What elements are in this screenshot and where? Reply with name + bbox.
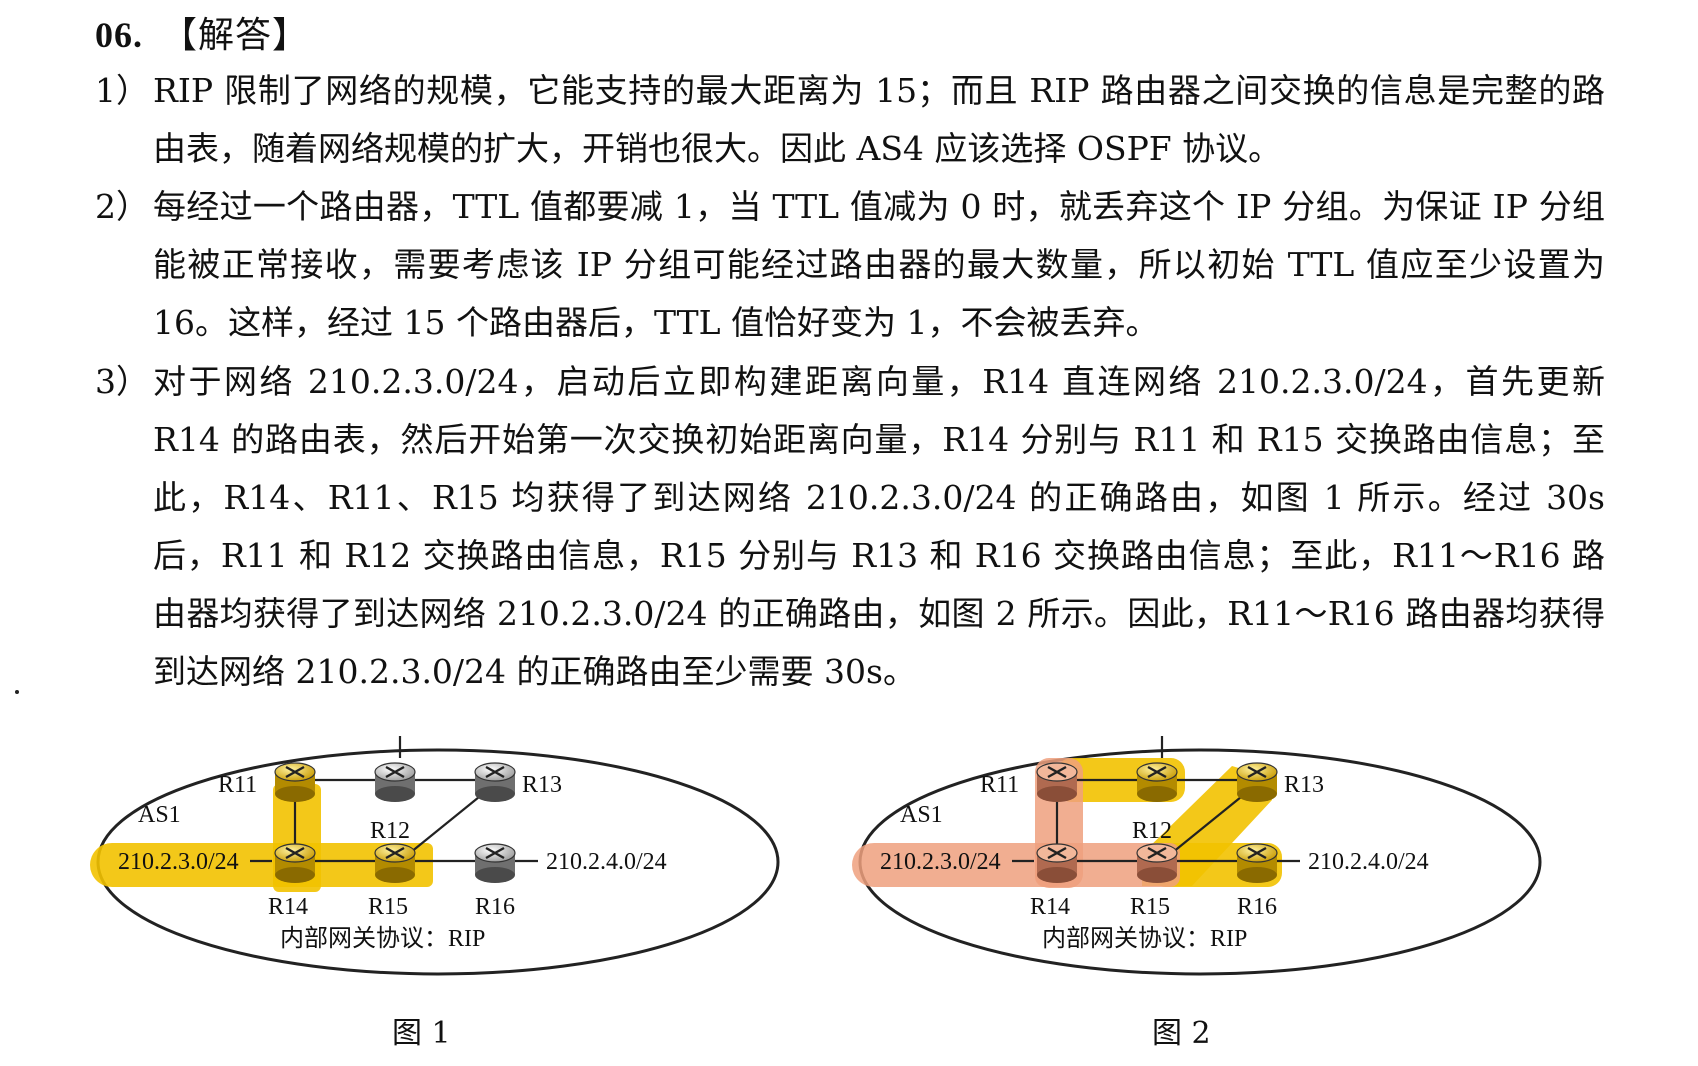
router-label: R13 (1284, 772, 1324, 798)
answer-heading: 06. 【解答】 (95, 6, 309, 58)
router-label: R16 (475, 894, 515, 920)
network-diagram-1: R11 R12 R13 R14 R15 R16 AS1 210.2.3.0/24… (90, 736, 780, 976)
answer-title: 【解答】 (161, 15, 310, 55)
router-label: R12 (1132, 818, 1172, 844)
router-label: R15 (1130, 894, 1170, 920)
router-r13-icon (1235, 761, 1279, 804)
router-r13-icon (473, 761, 517, 804)
protocol-label: 内部网关协议：RIP (280, 925, 485, 952)
router-r11-icon (1035, 761, 1079, 804)
paragraph-number: 1） (95, 71, 149, 110)
question-number: 06. (95, 15, 143, 55)
router-r11-icon (273, 761, 317, 804)
paragraph-text: 每经过一个路由器，TTL 值都要减 1，当 TTL 值减为 0 时，就丢弃这个 … (153, 187, 1605, 342)
router-label: R16 (1237, 894, 1277, 920)
router-r14-icon (1035, 842, 1079, 885)
as-label: AS1 (138, 802, 181, 828)
paragraph-2: 2） 每经过一个路由器，TTL 值都要减 1，当 TTL 值减为 0 时，就丢弃… (95, 178, 1605, 352)
network-diagram-2: R11 R12 R13 R14 R15 R16 AS1 210.2.3.0/24… (852, 736, 1542, 976)
network-label-right: 210.2.4.0/24 (546, 849, 667, 875)
router-label: R15 (368, 894, 408, 920)
paragraph-3: 3） 对于网络 210.2.3.0/24，启动后立即构建距离向量，R14 直连网… (95, 353, 1605, 701)
router-label: R13 (522, 772, 562, 798)
router-r12-icon (373, 761, 417, 804)
figure-2-caption: 图 2 (1152, 1016, 1211, 1051)
as-label: AS1 (900, 802, 943, 828)
stray-dot (15, 690, 19, 694)
paragraph-number: 2） (95, 187, 149, 226)
router-label: R14 (268, 894, 308, 920)
paragraph-text: 对于网络 210.2.3.0/24，启动后立即构建距离向量，R14 直连网络 2… (153, 362, 1605, 691)
paragraph-text: RIP 限制了网络的规模，它能支持的最大距离为 15；而且 RIP 路由器之间交… (153, 71, 1605, 168)
router-r15-icon (1135, 842, 1179, 885)
network-label-left: 210.2.3.0/24 (880, 849, 1001, 875)
network-label-right: 210.2.4.0/24 (1308, 849, 1429, 875)
figure-2: R11 R12 R13 R14 R15 R16 AS1 210.2.3.0/24… (852, 736, 1552, 986)
router-r16-icon (473, 842, 517, 885)
router-r15-icon (373, 842, 417, 885)
router-label: R11 (218, 772, 257, 798)
router-r14-icon (273, 842, 317, 885)
figure-1-caption: 图 1 (392, 1016, 451, 1051)
network-label-left: 210.2.3.0/24 (118, 849, 239, 875)
protocol-label: 内部网关协议：RIP (1042, 925, 1247, 952)
router-label: R14 (1030, 894, 1070, 920)
router-r12-icon (1135, 761, 1179, 804)
paragraph-1: 1） RIP 限制了网络的规模，它能支持的最大距离为 15；而且 RIP 路由器… (95, 62, 1605, 178)
router-r16-icon (1235, 842, 1279, 885)
router-label: R11 (980, 772, 1019, 798)
paragraph-number: 3） (95, 362, 149, 401)
router-label: R12 (370, 818, 410, 844)
figure-1: R11 R12 R13 R14 R15 R16 AS1 210.2.3.0/24… (90, 736, 790, 986)
